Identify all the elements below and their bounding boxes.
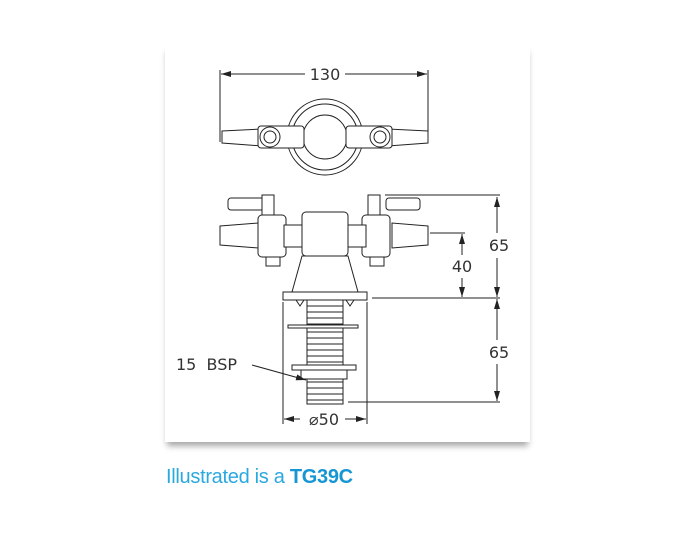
caption: Illustrated is a TG39C [166, 466, 353, 489]
caption-prefix: Illustrated is a [166, 466, 285, 488]
dim-40: 40 [452, 257, 472, 276]
dim-diameter-50: ⌀50 [309, 410, 339, 429]
dimension-lines [251, 194, 500, 424]
dim-65-lower: 65 [489, 343, 509, 362]
dim-65-upper: 65 [489, 236, 509, 255]
top-view [219, 70, 429, 176]
dim-130: 130 [310, 65, 341, 84]
thread-label: 15 BSP [176, 355, 237, 374]
side-view [219, 194, 429, 405]
model-name: TG39C [289, 466, 353, 488]
